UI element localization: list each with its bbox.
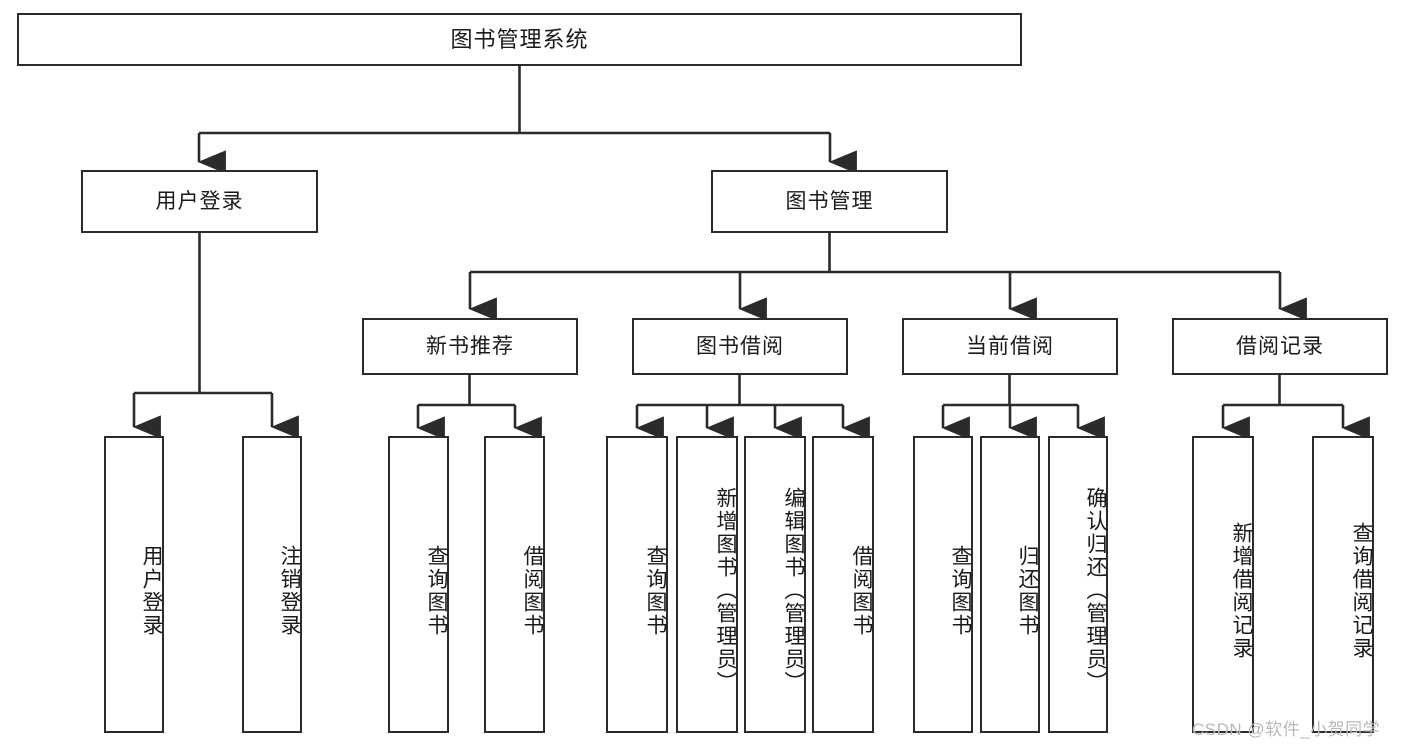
node-label: 新增图书（管理员） bbox=[714, 487, 737, 694]
node-label: 借阅记录 bbox=[1236, 335, 1324, 358]
node-label: 确认归还（管理员） bbox=[1084, 487, 1107, 694]
node-book-borrow[interactable]: 图书借阅 bbox=[632, 318, 848, 375]
node-leaf-user-login[interactable]: 用户登录 bbox=[104, 436, 164, 733]
node-leaf-query-book-2[interactable]: 查询图书 bbox=[606, 436, 668, 733]
node-label: 用户登录 bbox=[155, 190, 244, 213]
node-label: 用户登录 bbox=[140, 544, 163, 637]
node-label: 借阅图书 bbox=[850, 544, 873, 637]
node-leaf-return-book[interactable]: 归还图书 bbox=[980, 436, 1040, 733]
node-book-management-system[interactable]: 图书管理系统 bbox=[17, 13, 1022, 66]
node-leaf-confirm-return[interactable]: 确认归还（管理员） bbox=[1048, 436, 1108, 733]
node-label: 图书管理 bbox=[785, 190, 874, 213]
node-leaf-query-borrow-record[interactable]: 查询借阅记录 bbox=[1312, 436, 1374, 733]
node-label: 借阅图书 bbox=[521, 544, 544, 637]
node-label: 查询图书 bbox=[644, 544, 667, 637]
node-leaf-add-book[interactable]: 新增图书（管理员） bbox=[676, 436, 738, 733]
csdn-watermark: CSDN @软件_小贺同学 bbox=[1192, 720, 1381, 739]
node-user-login[interactable]: 用户登录 bbox=[81, 170, 318, 233]
node-leaf-borrow-book-2[interactable]: 借阅图书 bbox=[812, 436, 874, 733]
node-label: 新增借阅记录 bbox=[1230, 521, 1253, 660]
node-leaf-logout-login[interactable]: 注销登录 bbox=[242, 436, 302, 733]
node-leaf-edit-book[interactable]: 编辑图书（管理员） bbox=[744, 436, 806, 733]
node-label: 编辑图书（管理员） bbox=[782, 487, 805, 694]
node-label: 图书管理系统 bbox=[450, 26, 589, 52]
node-label: 注销登录 bbox=[278, 544, 301, 637]
node-label: 查询图书 bbox=[425, 544, 448, 637]
node-leaf-add-borrow-record[interactable]: 新增借阅记录 bbox=[1192, 436, 1254, 733]
node-label: 新书推荐 bbox=[426, 335, 514, 358]
node-new-book-recommend[interactable]: 新书推荐 bbox=[362, 318, 578, 375]
node-label: 查询图书 bbox=[949, 544, 972, 637]
node-label: 图书借阅 bbox=[696, 335, 784, 358]
node-label: 查询借阅记录 bbox=[1350, 521, 1373, 660]
node-leaf-borrow-book-1[interactable]: 借阅图书 bbox=[484, 436, 545, 733]
node-leaf-query-book-1[interactable]: 查询图书 bbox=[388, 436, 449, 733]
node-label: 归还图书 bbox=[1016, 544, 1039, 637]
node-borrow-record[interactable]: 借阅记录 bbox=[1172, 318, 1388, 375]
node-leaf-query-book-3[interactable]: 查询图书 bbox=[913, 436, 973, 733]
node-book-management[interactable]: 图书管理 bbox=[711, 170, 948, 233]
node-label: 当前借阅 bbox=[966, 335, 1054, 358]
node-current-borrow[interactable]: 当前借阅 bbox=[902, 318, 1118, 375]
